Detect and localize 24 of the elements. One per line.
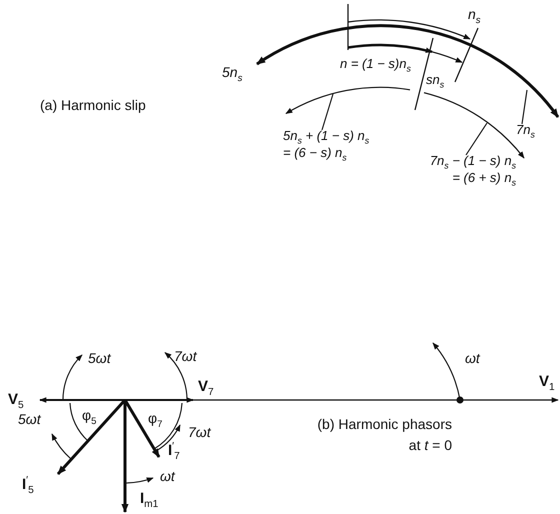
speed-symbol: n$_{s}$	[468, 6, 481, 22]
angle-symbol: φ$_{5}$	[82, 407, 96, 424]
leader-line	[321, 94, 334, 130]
caption: (b) Harmonic phasors at t = 0	[316, 415, 452, 455]
angle-symbol: 7ωt	[174, 348, 197, 364]
speed-formula: n = (1 − s)n$_{s}$	[340, 57, 411, 72]
angle-symbol: 7ωt	[188, 424, 211, 440]
angle-symbol: ωt	[465, 350, 480, 366]
speed-formula: 7n$_{s}$	[516, 122, 546, 139]
leader-line	[466, 122, 488, 156]
angle-symbol: 5ωt	[18, 411, 41, 428]
leader-line	[521, 90, 528, 124]
phasor-symbol: V$_{1}$	[539, 373, 555, 390]
phasor-symbol: I$_{m1}$	[140, 490, 158, 508]
angle-symbol: φ$_{7}$	[148, 410, 162, 426]
phasor-symbol: V$_{7}$	[198, 378, 214, 396]
phasor-symbol: V$_{5}$	[8, 391, 24, 408]
angle-symbol: 5ωt	[88, 350, 111, 366]
speed-symbol: 5n$_{s}$	[222, 64, 242, 80]
caption: (a) Harmonic slip	[40, 97, 146, 114]
angle-symbol: ωt	[160, 468, 175, 484]
speed-formula: 5n$_{s}$ + (1 − s) n$_{s}$ = (6 − s) n$_{s}$	[283, 128, 378, 162]
slip-speed-symbol: sn$_{s}$	[426, 73, 444, 88]
speed-formula: 7n$_{s}$ − (1 − s) n$_{s}$ = (6 + s) n$_{s}$	[420, 153, 516, 187]
